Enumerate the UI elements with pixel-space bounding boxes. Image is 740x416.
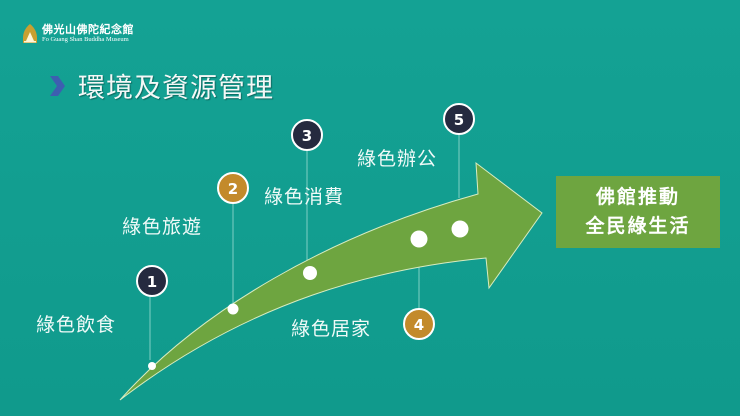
milestone-label-3: 綠色消費	[264, 186, 345, 208]
chevron-right-icon	[50, 75, 65, 96]
growth-arrow	[119, 161, 543, 401]
museum-logo: 佛光山佛陀紀念館 Fo Guang Shan Buddha Museum	[22, 24, 134, 44]
milestone-dot-2	[227, 303, 239, 315]
milestone-dot-5	[451, 220, 469, 238]
callout-line-1: 佛館推動	[595, 186, 680, 208]
milestone-badge-3: 3	[291, 119, 323, 151]
milestone-badge-4: 4	[403, 308, 435, 340]
logo-name-english: Fo Guang Shan Buddha Museum	[42, 36, 129, 44]
callout-line-2: 全民綠生活	[585, 215, 691, 237]
stupa-logo-icon	[23, 24, 37, 43]
badge-number-1: 1	[147, 273, 157, 291]
logo-name-chinese: 佛光山佛陀紀念館	[42, 23, 134, 37]
milestone-label-1: 綠色飲食	[36, 314, 117, 336]
callout-box: 佛館推動 全民綠生活	[556, 176, 720, 248]
slide-title: 環境及資源管理	[48, 66, 274, 105]
milestone-badge-5: 5	[443, 103, 475, 135]
badge-number-5: 5	[454, 111, 464, 129]
milestone-label-2: 綠色旅遊	[122, 216, 203, 238]
slide-title-text: 環境及資源管理	[78, 73, 274, 104]
milestone-label-5: 綠色辦公	[357, 148, 438, 170]
milestone-label-4: 綠色居家	[291, 318, 372, 340]
milestone-badge-1: 1	[136, 265, 168, 297]
badge-number-2: 2	[228, 180, 238, 198]
milestone-dot-1	[148, 362, 156, 370]
milestone-dot-3	[303, 266, 317, 280]
milestone-badge-2: 2	[217, 172, 249, 204]
badge-number-3: 3	[302, 127, 312, 145]
badge-number-4: 4	[414, 316, 424, 334]
milestone-dot-4	[410, 230, 428, 248]
